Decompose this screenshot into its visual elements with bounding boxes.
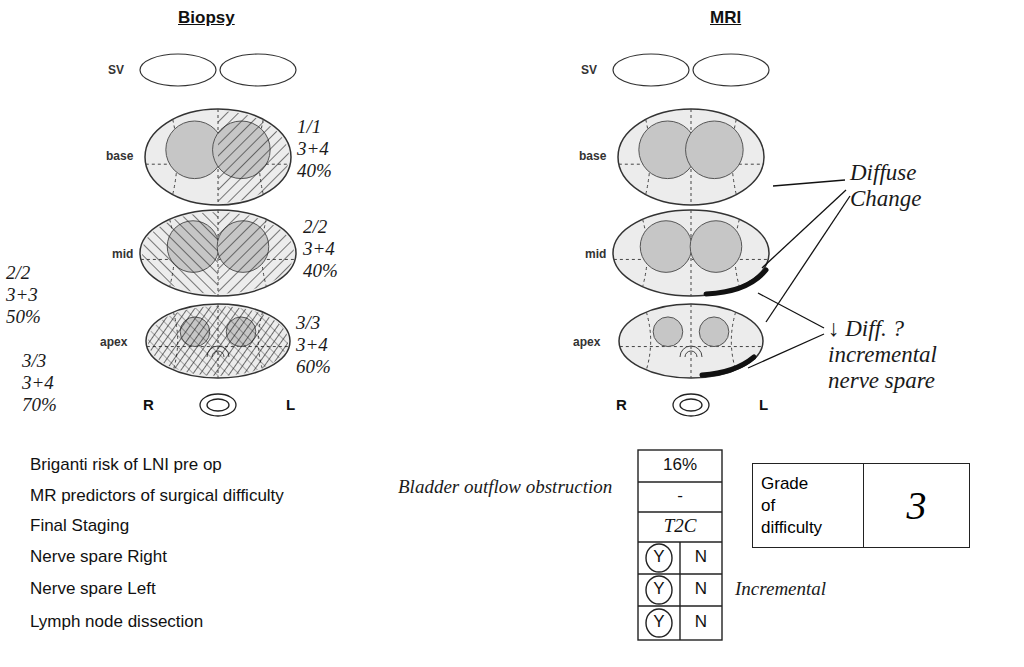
biopsy-hatching [148,306,288,376]
mri-note: Diffuse Change [850,160,960,212]
urethra-symbol [200,394,236,416]
side-label: R [616,396,627,413]
table-cell: Y [638,547,680,567]
mri-lesion [706,270,766,294]
central-zone [690,221,742,273]
form-label: Nerve spare Left [30,579,156,599]
biopsy-hatching [218,111,289,203]
grade-label-cell: Grade of difficulty [753,464,863,547]
prostate-slice [619,304,763,378]
urethra-arc [685,351,697,357]
leader-line [748,334,824,368]
mri-lesion [702,357,754,375]
table-border [638,450,722,640]
table-cell: N [680,579,722,599]
biopsy-hatching [218,212,294,294]
level-label: SV [108,63,124,77]
column-heading: MRI [710,8,741,28]
handwritten-note: Bladder outflow obstruction [398,476,613,498]
seminal-vesicle [693,54,769,86]
level-label: mid [112,247,133,261]
level-label: mid [585,247,606,261]
level-label: SV [581,63,597,77]
biopsy-hatching [148,306,288,376]
urethra-symbol [207,399,229,411]
form-label: Final Staging [30,516,129,536]
central-zone [686,121,744,179]
urethra-symbol [680,399,702,411]
handwritten-note: Incremental [735,578,826,600]
prostate-slice [618,109,764,205]
table-cell: 16% [638,455,722,475]
form-label: Lymph node dissection [30,612,203,632]
zone-line [646,312,650,370]
table-cell: Y [638,579,680,599]
form-label: MR predictors of surgical difficulty [30,486,284,506]
zone-line [731,312,735,370]
grade-value: 3 [907,482,927,529]
form-label: Nerve spare Right [30,547,167,567]
urethra-symbol [673,394,709,416]
seminal-vesicle [140,54,216,86]
prostate-slice [613,210,769,296]
biopsy-note: 1/1 3+4 40% [297,116,341,182]
central-zone [653,317,683,347]
seminal-vesicle [220,54,296,86]
biopsy-note: 3/3 3+4 70% [22,350,66,416]
table-cell: T2C [638,515,722,537]
side-label: L [286,396,295,413]
column-heading: Biopsy [178,8,235,28]
table-cell: - [638,486,722,506]
table-rule [679,542,680,640]
zone-line [691,304,692,378]
prostate-slice [146,304,290,378]
leader-line [762,190,846,268]
form-label: Briganti risk of LNI pre op [30,455,222,475]
level-label: apex [573,335,600,349]
form-table [638,450,722,640]
leader-line [758,293,824,328]
central-zone [640,221,692,273]
level-label: base [106,149,133,163]
zone-line [614,259,768,260]
grade-value-cell: 3 [863,464,969,547]
leader-line [773,180,845,186]
side-label: R [143,396,154,413]
side-label: L [759,396,768,413]
table-rule [638,481,722,482]
table-rule [638,511,722,512]
prostate-slice [145,109,291,205]
prostate-slice [140,210,296,296]
table-cell: N [680,612,722,632]
leader-line [766,196,850,322]
level-label: base [579,149,606,163]
table-cell: Y [638,612,680,632]
biopsy-hatching [142,212,218,294]
table-cell: N [680,547,722,567]
biopsy-note: 2/2 3+3 50% [6,262,50,328]
mri-note: ↓ Diff. ?incremental nerve spare [828,316,968,394]
grade-label: Grade of difficulty [761,473,825,539]
biopsy-note: 3/3 3+4 60% [296,312,340,378]
seminal-vesicle [613,54,689,86]
grade-box: Grade of difficulty 3 [752,463,970,548]
urethra-arc [680,346,702,357]
level-label: apex [100,335,127,349]
biopsy-note: 2/2 3+4 40% [303,216,347,282]
mri-lesion [702,270,766,375]
central-zone [699,317,729,347]
